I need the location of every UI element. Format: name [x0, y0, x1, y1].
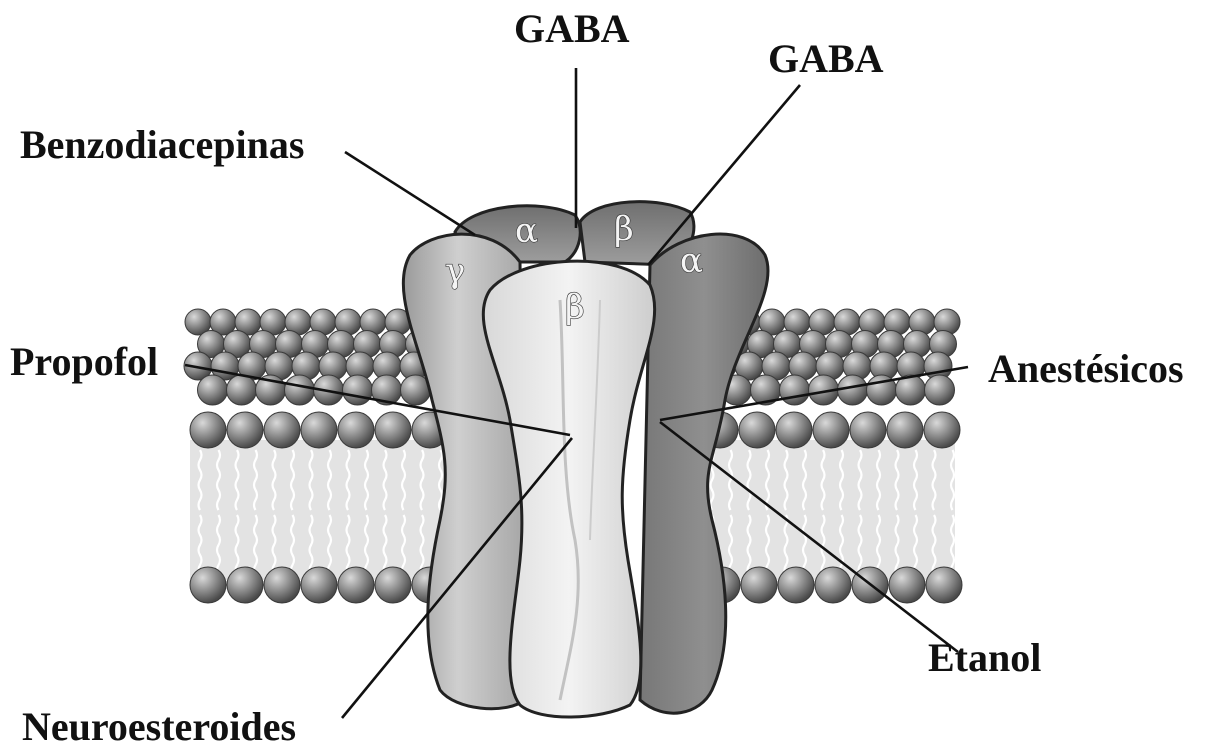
lipid-head [780, 375, 810, 405]
lipid-head [778, 567, 814, 603]
subunit-gamma-label: γ [445, 251, 465, 291]
label-gaba-right: GABA [768, 36, 884, 81]
lipid-head [227, 567, 263, 603]
subunit-beta-back-label: β [614, 209, 634, 249]
lipid-head [343, 375, 373, 405]
subunit-alpha-left-label: α [515, 211, 538, 251]
lipid-head [264, 567, 300, 603]
lipid-head [375, 567, 411, 603]
lipid-head [227, 375, 257, 405]
lipid-head [198, 375, 228, 405]
lipid-head [926, 567, 962, 603]
subunit-beta-front-label: β [565, 287, 585, 327]
lipid-head [813, 412, 849, 448]
label-propofol: Propofol [10, 339, 158, 384]
lipid-head [925, 375, 955, 405]
lipid-head [375, 412, 411, 448]
lipid-head [301, 412, 337, 448]
lipid-head [338, 412, 374, 448]
label-neuroesteroides: Neuroesteroides [22, 704, 296, 749]
label-gaba-top: GABA [514, 6, 630, 51]
label-etanol: Etanol [928, 635, 1041, 680]
lipid-head [815, 567, 851, 603]
lipid-head [190, 412, 226, 448]
subunit-alpha-right-label: α [680, 241, 703, 281]
lipid-head [889, 567, 925, 603]
lipid-head [739, 412, 775, 448]
lipid-head [741, 567, 777, 603]
lipid-head [190, 567, 226, 603]
lipid-head [301, 567, 337, 603]
label-benzodiacepinas: Benzodiacepinas [20, 122, 304, 167]
lipid-head [227, 412, 263, 448]
lipid-head [776, 412, 812, 448]
lipid-head [887, 412, 923, 448]
lipid-head [285, 375, 315, 405]
leader-benzodiacepinas [345, 152, 475, 235]
label-anestesicos: Anestésicos [988, 346, 1184, 391]
lipid-head [338, 567, 374, 603]
lipid-head [264, 412, 300, 448]
lipid-head [924, 412, 960, 448]
lipid-head [850, 412, 886, 448]
lipid-tail-band-left [190, 440, 460, 580]
